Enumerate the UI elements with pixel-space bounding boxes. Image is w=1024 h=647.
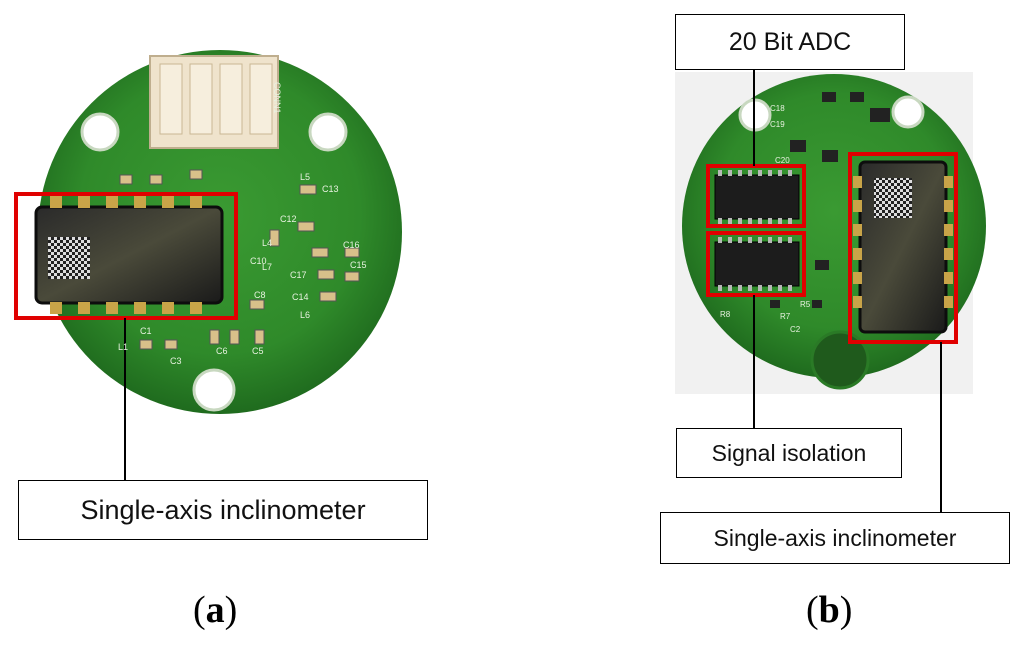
mounting-hole-icon xyxy=(80,112,120,152)
mounting-hole-icon xyxy=(810,330,870,390)
callout-adc-text: 20 Bit ADC xyxy=(728,27,852,56)
panel-label-a-close: ) xyxy=(224,589,238,631)
inclinometer-chip-a xyxy=(34,196,224,314)
panel-label-b: (b) xyxy=(806,588,852,632)
panel-label-b-close: ) xyxy=(839,589,853,631)
panel-label-a: (a) xyxy=(193,588,237,632)
photo-panel-b xyxy=(675,68,986,512)
datamatrix-code-icon xyxy=(48,237,90,279)
adc-chip xyxy=(714,170,800,224)
photo-panel-a xyxy=(14,50,402,480)
highlight-box-inclinometer-b xyxy=(848,152,958,344)
callout-inclinometer-b: Single-axis inclinometer xyxy=(660,512,1010,564)
smd-components-b xyxy=(770,92,890,308)
callout-inclinometer-a-text: Single-axis inclinometer xyxy=(80,494,366,525)
callout-inclinometer-b-text: Single-axis inclinometer xyxy=(713,524,957,551)
callout-isolation-text: Signal isolation xyxy=(711,439,867,466)
highlight-box-adc xyxy=(706,164,806,228)
callout-inclinometer-a: Single-axis inclinometer xyxy=(18,480,428,540)
connector-a xyxy=(149,55,279,149)
callout-isolation: Signal isolation xyxy=(676,428,902,478)
isolation-chip xyxy=(714,237,800,291)
mounting-hole-icon xyxy=(192,368,236,412)
panel-label-b-open: ( xyxy=(806,589,819,631)
inclinometer-chip-b xyxy=(853,160,953,334)
panel-label-a-open: ( xyxy=(193,589,206,631)
callout-adc: 20 Bit ADC xyxy=(675,14,905,70)
mounting-hole-icon xyxy=(891,95,925,129)
highlight-box-isolation xyxy=(706,231,806,297)
datamatrix-code-icon xyxy=(874,178,912,218)
mounting-hole-icon xyxy=(308,112,348,152)
smd-components-a xyxy=(119,169,360,350)
panel-label-b-letter: b xyxy=(818,589,840,631)
panel-label-a-letter: a xyxy=(205,589,225,631)
